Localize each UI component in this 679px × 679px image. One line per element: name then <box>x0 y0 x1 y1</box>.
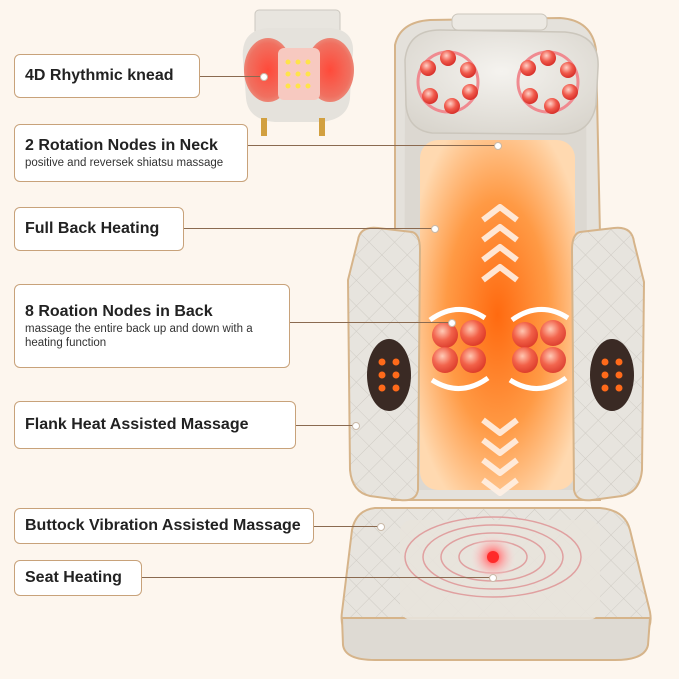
anchor-dot <box>377 523 385 531</box>
back-nodes-left <box>428 307 490 391</box>
callout-neck-rotation-nodes: 2 Rotation Nodes in Neck positive and re… <box>14 124 248 182</box>
up-chevrons-icon <box>481 204 519 283</box>
callout-subtitle: positive and reversek shiatsu massage <box>25 157 224 169</box>
leader-line <box>290 322 450 323</box>
flank-left-heater <box>367 339 411 411</box>
knead-device-illustration <box>242 9 354 136</box>
anchor-dot <box>494 142 502 150</box>
anchor-dot <box>489 574 497 582</box>
callout-full-back-heating: Full Back Heating <box>14 207 184 251</box>
callout-title: Full Back Heating <box>25 220 160 237</box>
leader-line <box>314 526 380 527</box>
flank-right-dots <box>601 358 623 392</box>
back-heating-zone <box>420 140 575 490</box>
leader-line <box>296 425 354 426</box>
callout-seat-heating: Seat Heating <box>14 560 142 596</box>
callout-title: 2 Rotation Nodes in Neck <box>25 137 218 154</box>
callout-4d-rhythmic-knead: 4D Rhythmic knead <box>14 54 200 98</box>
flank-left-dots <box>378 358 400 392</box>
callout-flank-heat-massage: Flank Heat Assisted Massage <box>14 401 296 449</box>
callout-back-rotation-nodes: 8 Roation Nodes in Back massage the enti… <box>14 284 290 368</box>
callout-title: Seat Heating <box>25 569 122 586</box>
leader-line <box>184 228 434 229</box>
anchor-dot <box>448 319 456 327</box>
anchor-dot <box>431 225 439 233</box>
leader-line <box>142 577 492 578</box>
neck-node-right <box>516 50 580 114</box>
callout-title: 8 Roation Nodes in Back <box>25 303 213 320</box>
leader-line <box>200 76 262 77</box>
anchor-dot <box>260 73 268 81</box>
callout-title: Flank Heat Assisted Massage <box>25 416 249 433</box>
down-chevrons-icon <box>481 417 519 496</box>
neck-pillow <box>404 29 599 135</box>
leader-line <box>248 145 498 146</box>
callout-subtitle: massage the entire back up and down with… <box>25 323 253 349</box>
flank-right-heater <box>590 339 634 411</box>
anchor-dot <box>352 422 360 430</box>
callout-title: 4D Rhythmic knead <box>25 67 174 84</box>
back-nodes-right <box>508 307 570 391</box>
callout-title: Buttock Vibration Assisted Massage <box>25 517 301 534</box>
callout-buttock-vibration: Buttock Vibration Assisted Massage <box>14 508 314 544</box>
neck-node-left <box>416 50 480 114</box>
